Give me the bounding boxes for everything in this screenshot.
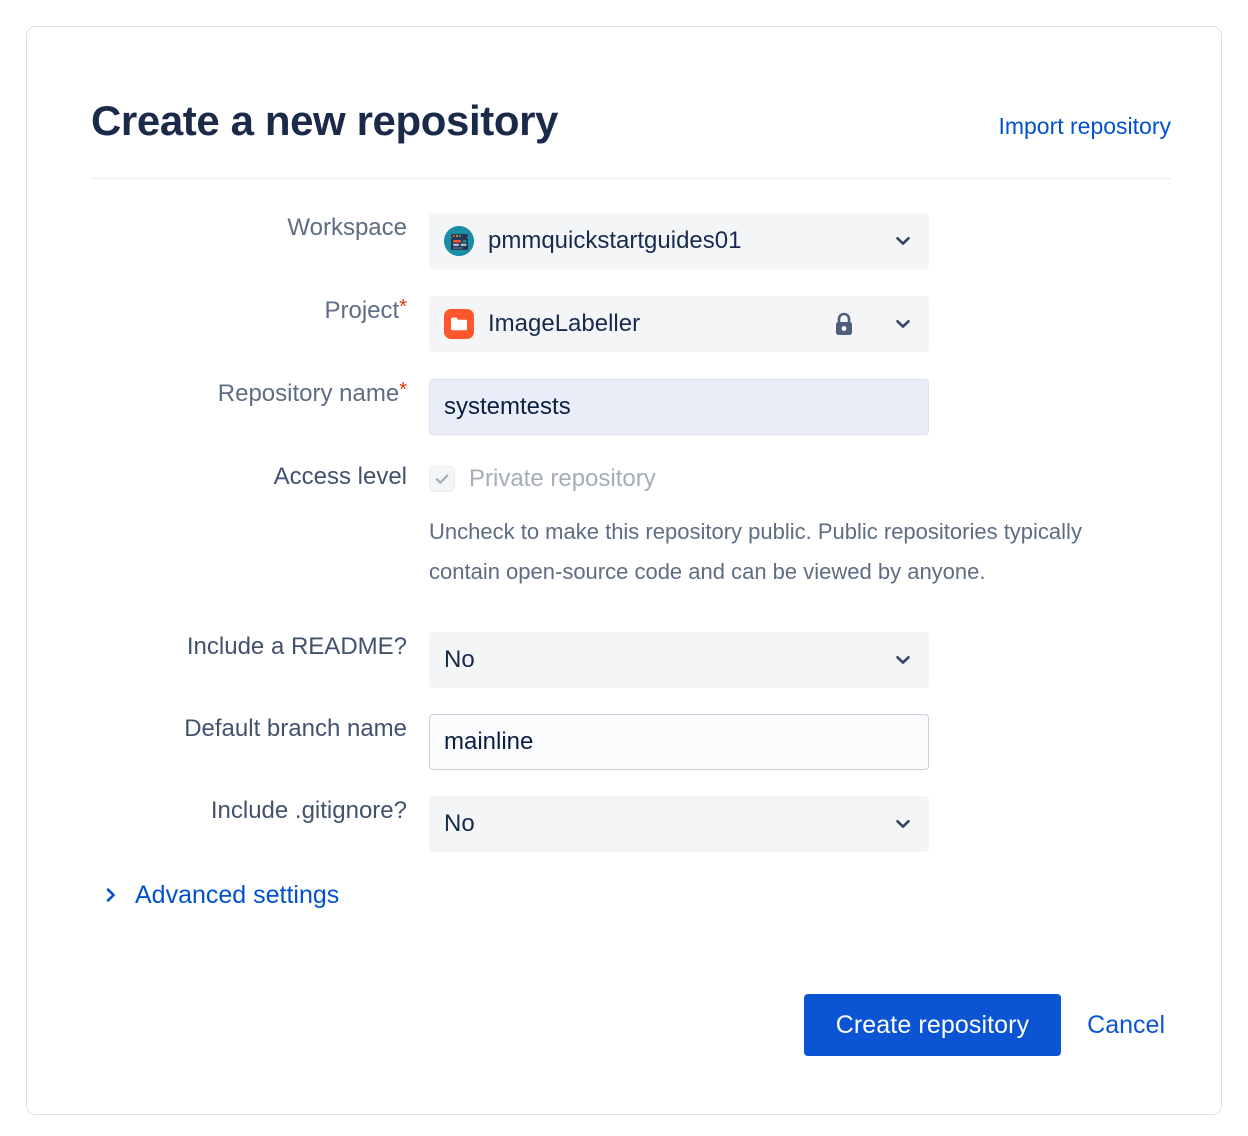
include-readme-select[interactable]: No [429, 632, 929, 688]
repository-name-label: Repository name* [91, 379, 429, 409]
default-branch-field: mainline [429, 714, 1171, 770]
include-gitignore-row: Include .gitignore? No [91, 796, 1171, 852]
access-level-row: Access level Private repository Uncheck … [91, 462, 1171, 592]
default-branch-row: Default branch name mainline [91, 714, 1171, 770]
include-gitignore-field: No [429, 796, 1171, 852]
include-readme-row: Include a README? No [91, 632, 1171, 688]
create-repository-form: Workspace [91, 213, 1171, 910]
repository-name-row: Repository name* systemtests [91, 379, 1171, 435]
advanced-settings-label: Advanced settings [135, 881, 340, 909]
private-repository-checkbox-line[interactable]: Private repository [429, 462, 1171, 494]
project-label: Project* [91, 296, 429, 326]
private-repository-label: Private repository [469, 465, 656, 492]
repository-name-field: systemtests [429, 379, 1171, 435]
include-gitignore-select[interactable]: No [429, 796, 929, 852]
form-actions: Create repository Cancel [803, 994, 1169, 1056]
chevron-down-icon [894, 651, 912, 669]
private-repository-checkbox[interactable] [429, 466, 455, 492]
workspace-field: pmmquickstartguides01 [429, 213, 1171, 269]
project-select[interactable]: ImageLabeller [429, 296, 929, 352]
page-title: Create a new repository [91, 97, 558, 144]
project-value: ImageLabeller [488, 310, 641, 337]
project-row: Project* ImageLabeller [91, 296, 1171, 352]
advanced-settings-toggle[interactable]: Advanced settings [103, 880, 339, 910]
chevron-down-icon [894, 815, 912, 833]
project-label-text: Project [324, 297, 400, 324]
workspace-label: Workspace [287, 214, 407, 241]
project-required-marker: * [399, 296, 407, 318]
chevron-down-icon [894, 315, 912, 333]
workspace-select[interactable]: pmmquickstartguides01 [429, 213, 929, 269]
cancel-button[interactable]: Cancel [1083, 1011, 1169, 1040]
chevron-right-icon [103, 886, 119, 904]
chevron-down-icon [894, 232, 912, 250]
check-icon [435, 474, 449, 484]
repository-name-input[interactable]: systemtests [429, 379, 929, 435]
lock-icon [832, 311, 856, 338]
folder-icon [444, 309, 474, 339]
include-readme-label: Include a README? [186, 633, 407, 660]
repository-name-label-text: Repository name [217, 380, 400, 407]
default-branch-label: Default branch name [184, 715, 407, 742]
workspace-avatar-icon [444, 226, 474, 256]
access-level-field: Private repository Uncheck to make this … [429, 462, 1171, 592]
include-gitignore-value: No [444, 810, 475, 837]
repository-name-required-marker: * [399, 379, 407, 401]
create-repository-card: Create a new repository Import repositor… [26, 26, 1222, 1115]
import-repository-link[interactable]: Import repository [998, 113, 1171, 139]
project-field: ImageLabeller [429, 296, 1171, 352]
include-readme-field: No [429, 632, 1171, 688]
access-level-help-text: Uncheck to make this repository public. … [429, 519, 1082, 584]
default-branch-input[interactable]: mainline [429, 714, 929, 770]
workspace-row: Workspace [91, 213, 1171, 269]
include-gitignore-label: Include .gitignore? [210, 797, 407, 824]
access-level-label: Access level [273, 463, 407, 490]
workspace-value: pmmquickstartguides01 [488, 227, 742, 254]
card-header: Create a new repository Import repositor… [91, 89, 1171, 179]
create-repository-button[interactable]: Create repository [803, 994, 1062, 1056]
include-readme-value: No [444, 646, 475, 673]
